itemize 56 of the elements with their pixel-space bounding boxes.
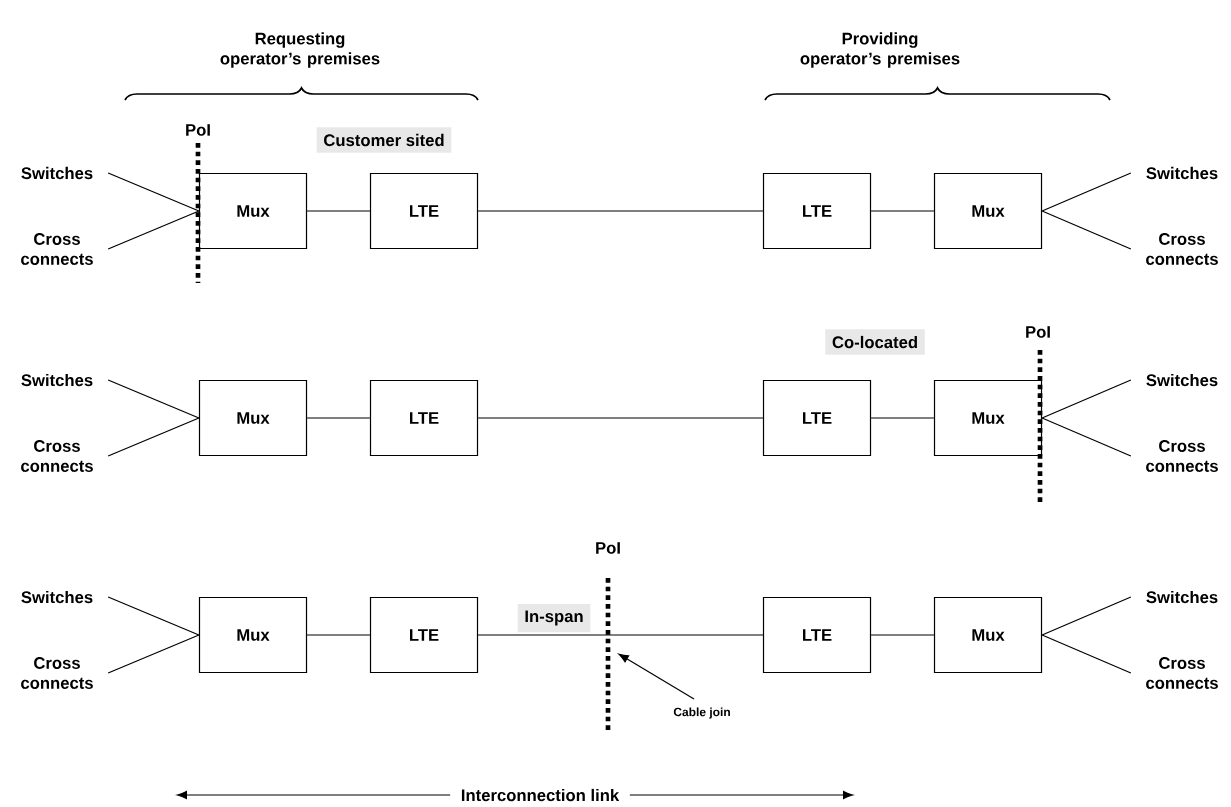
node-text: Switches (1146, 373, 1218, 387)
location-tag: Co-located (825, 329, 925, 355)
node-text: Cross connects (1146, 657, 1218, 689)
node-text: Switches (21, 590, 93, 604)
connector-line (107, 634, 200, 674)
node-text: Switches (1146, 166, 1218, 180)
link-label: Interconnection link (450, 783, 630, 807)
equipment-box: LTE (369, 379, 479, 457)
connector-line (107, 172, 200, 212)
equipment-box: LTE (762, 379, 872, 457)
node-text: Cross connects (21, 657, 93, 689)
equipment-box: Mux (198, 379, 308, 457)
connector-line (107, 379, 200, 419)
connector-line (870, 417, 935, 419)
connector-line (1041, 417, 1132, 457)
location-tag: Customer sited (316, 127, 452, 153)
node-text: Switches (21, 373, 93, 387)
equipment-box: LTE (762, 596, 872, 674)
connector-line (1041, 596, 1132, 636)
equipment-box: Mux (933, 172, 1043, 250)
connector-line (306, 210, 371, 212)
heading: Requesting operator’s premises (220, 32, 380, 68)
callout-text: Cable join (673, 707, 730, 719)
connector-line (306, 634, 371, 636)
connector-line (1041, 634, 1132, 674)
node-text: Cross connects (1146, 440, 1218, 472)
connector-line (107, 210, 200, 250)
connector-line (306, 417, 371, 419)
equipment-box: Mux (198, 596, 308, 674)
heading: Providing operator’s premises (800, 32, 960, 68)
equipment-box: Mux (933, 379, 1043, 457)
connector-line (477, 417, 764, 419)
connector-line (1041, 172, 1132, 212)
connector-line (870, 210, 935, 212)
connector-line (1041, 210, 1132, 250)
poi-label: PoI (186, 124, 210, 136)
node-text: Cross connects (21, 233, 93, 265)
equipment-box: LTE (369, 172, 479, 250)
node-text: Switches (21, 166, 93, 180)
connector-line (477, 634, 764, 636)
node-text: Cross connects (21, 440, 93, 472)
connector-line (1041, 379, 1132, 419)
poi-label: PoI (1026, 326, 1050, 338)
equipment-box: Mux (933, 596, 1043, 674)
equipment-box: LTE (369, 596, 479, 674)
connector-line (870, 634, 935, 636)
location-tag: In-span (517, 603, 591, 633)
connector-line (477, 210, 764, 212)
connector-line (107, 596, 200, 636)
poi-label: PoI (596, 542, 620, 554)
equipment-box: LTE (762, 172, 872, 250)
leader-arrow (618, 653, 695, 700)
equipment-box: Mux (198, 172, 308, 250)
node-text: Cross connects (1146, 233, 1218, 265)
node-text: Switches (1146, 590, 1218, 604)
connector-line (107, 417, 200, 457)
